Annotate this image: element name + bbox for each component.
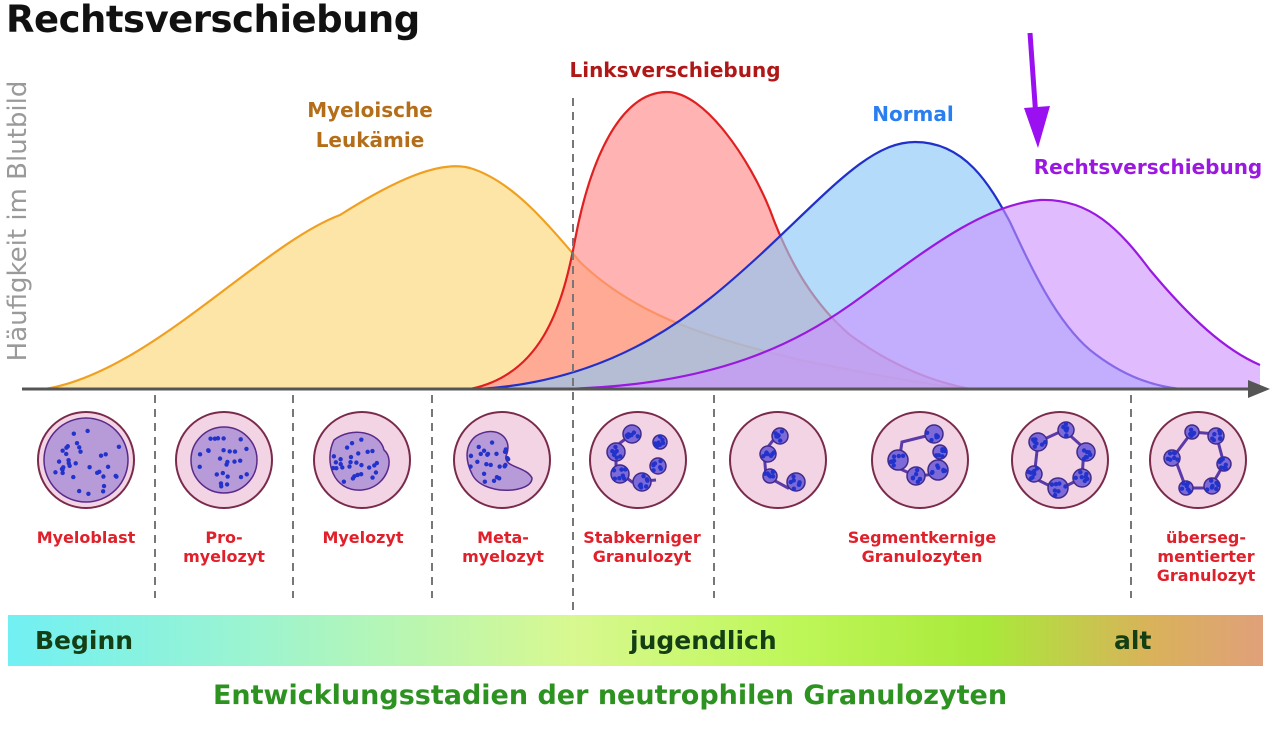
label-leukaemie-line-1: Myeloische xyxy=(307,98,433,122)
stage-label-myeloblast: Myeloblast xyxy=(11,528,161,547)
cell-metamyelozyt xyxy=(453,411,551,509)
cell-stab xyxy=(589,411,687,509)
stage-label-uebersegmentierter: überseg- mentierter Granulozyt xyxy=(1131,528,1280,585)
arrow-shaft xyxy=(1027,32,1039,119)
label-leukaemie: Myeloische Leukämie xyxy=(270,95,470,155)
cell-segment2 xyxy=(1011,411,1109,509)
arrow-head xyxy=(1024,106,1050,148)
label-normal: Normal xyxy=(853,99,973,129)
label-rechtsverschiebung: Rechtsverschiebung xyxy=(1028,152,1268,182)
curve-fill-rechts xyxy=(560,199,1260,389)
cell-myeloblast xyxy=(37,411,135,509)
age-label-alt: alt xyxy=(1114,626,1152,655)
curve-fill-leukaemie xyxy=(45,166,970,389)
age-gradient-bar: Beginn jugendlich alt xyxy=(8,615,1263,666)
label-linksverschiebung: Linksverschiebung xyxy=(555,55,795,85)
stage-label-stabkerniger: Stabkerniger Granulozyt xyxy=(567,528,717,566)
stage-dividers xyxy=(154,98,1132,662)
x-axis xyxy=(22,380,1270,398)
stage-label-line: Myeloblast xyxy=(36,528,136,547)
stage-label-segmentkernige: Segmentkernige Granulozyten xyxy=(847,528,997,566)
curves-layer xyxy=(44,90,1261,391)
arrow xyxy=(1024,32,1050,148)
stage-label-line: Granulozyten xyxy=(861,547,983,566)
stage-label-line: Pro- xyxy=(205,528,243,547)
page-title: Rechtsverschiebung xyxy=(6,0,420,41)
cell-segment xyxy=(871,411,969,509)
stage-label-line: Granulozyt xyxy=(1156,566,1256,585)
label-leukaemie-line-2: Leukämie xyxy=(315,128,425,152)
stage-label-line: Meta- xyxy=(477,528,529,547)
cell-promyelozyt xyxy=(175,411,273,509)
stage-label-line: myelozyt xyxy=(462,547,544,566)
curve-fill-links xyxy=(470,92,970,389)
cell-hyperseg xyxy=(1149,411,1247,509)
stage-label-promyelozyt: Pro- myelozyt xyxy=(149,528,299,566)
stage-label-metamyelozyt: Meta- myelozyt xyxy=(428,528,578,566)
curve-line-rechts xyxy=(559,198,1261,391)
age-label-jugendlich: jugendlich xyxy=(630,626,777,655)
label-rechts-line-1: Rechtsverschiebung xyxy=(1033,155,1263,179)
stage-label-line: überseg- xyxy=(1165,528,1247,547)
footer-caption: Entwicklungsstadien der neutrophilen Gra… xyxy=(212,680,1008,711)
cell-myelozyt xyxy=(313,411,411,509)
stage-label-line: Segmentkernige xyxy=(847,528,997,547)
label-links-line-1: Linksverschiebung xyxy=(569,58,781,82)
label-normal-line-1: Normal xyxy=(872,102,954,126)
cells-layer xyxy=(37,411,1247,509)
cell-stab2 xyxy=(729,411,827,509)
stage-label-line: Myelozyt xyxy=(322,528,404,547)
stage-label-line: Stabkerniger xyxy=(583,528,701,547)
x-axis-arrowhead xyxy=(1248,380,1270,398)
stage-label-myelozyt: Myelozyt xyxy=(288,528,438,547)
age-label-beginn: Beginn xyxy=(35,626,134,655)
stage-label-line: Granulozyt xyxy=(592,547,692,566)
stage-label-line: myelozyt xyxy=(183,547,265,566)
stage-label-line: mentierter xyxy=(1157,547,1255,566)
